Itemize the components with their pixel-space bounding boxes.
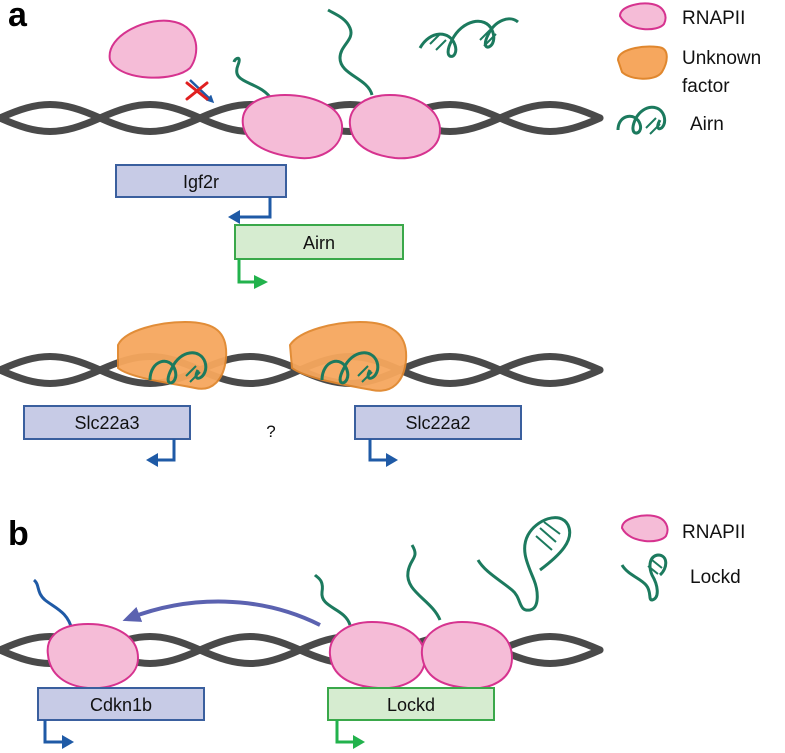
legend-unknown-label-1: Unknown	[682, 48, 761, 69]
free-lockd-rna-icon	[476, 516, 572, 612]
slc22a2-promoter-arrow	[368, 439, 398, 467]
lockd-gene-box	[327, 687, 495, 721]
lockd-rnapii-2	[420, 620, 514, 690]
airn-rna-on-factor-2	[320, 351, 380, 385]
legend-b-rnapii-label: RNAPII	[682, 522, 745, 543]
lockd-promoter-arrow	[335, 720, 365, 749]
cdkn1b-gene-box	[37, 687, 205, 721]
slc22a3-label: Slc22a3	[74, 413, 139, 433]
lockd-gene-label: Lockd	[387, 695, 435, 715]
slc22a2-gene-box	[354, 405, 522, 440]
slc22a3-gene-box	[23, 405, 191, 440]
free-airn-rna-icon	[418, 17, 519, 58]
nascent-airn-rna-1	[232, 56, 274, 101]
unknown-factor-2	[288, 320, 408, 392]
cdkn1b-nascent-rna	[32, 578, 74, 631]
lockd-rnapii-1	[328, 620, 427, 690]
legend-unknown-factor-icon	[616, 45, 668, 80]
legend-lockd-icon	[620, 553, 668, 602]
airn-promoter-arrow	[237, 259, 268, 289]
slc22a2-label: Slc22a2	[405, 413, 470, 433]
rnapii-on-dna-2	[348, 93, 442, 160]
legend-airn-label: Airn	[690, 114, 724, 135]
cdkn1b-promoter-arrow	[43, 720, 74, 749]
igf2r-gene-box	[115, 164, 287, 198]
block-x-icon	[185, 81, 209, 101]
legend-unknown-label-2: factor	[682, 76, 730, 97]
legend-panel-b: RNAPII Lockd	[620, 514, 745, 602]
lockd-nascent-rna-1	[313, 573, 352, 626]
igf2r-promoter-arrow	[228, 197, 272, 224]
legend-airn-icon	[616, 105, 667, 135]
question-mark: ?	[266, 422, 275, 441]
igf2r-label: Igf2r	[183, 172, 219, 192]
cdkn1b-label: Cdkn1b	[90, 695, 152, 715]
panel-b-letter: b	[8, 515, 29, 553]
legend-lockd-label: Lockd	[690, 567, 741, 588]
nascent-airn-rna-2	[327, 8, 374, 96]
blocked-binding-arrow	[189, 79, 215, 104]
cdkn1b-rnapii	[46, 622, 140, 690]
legend-panel-a: RNAPII Unknown factor Airn	[616, 2, 761, 135]
legend-rnapii-label: RNAPII	[682, 8, 745, 29]
recruitment-curved-arrow	[122, 599, 321, 627]
airn-gene-label: Airn	[303, 233, 335, 253]
slc22a3-promoter-arrow	[146, 439, 176, 467]
airn-rna-on-factor-1	[148, 351, 208, 385]
airn-gene-box	[234, 224, 404, 260]
lockd-nascent-rna-2	[406, 544, 442, 621]
legend-b-rnapii-icon	[620, 514, 669, 543]
panel-a-letter: a	[8, 0, 28, 34]
rnapii-on-dna-1	[241, 93, 344, 160]
legend-rnapii-icon	[618, 2, 667, 31]
free-rnapii-icon	[108, 19, 198, 79]
